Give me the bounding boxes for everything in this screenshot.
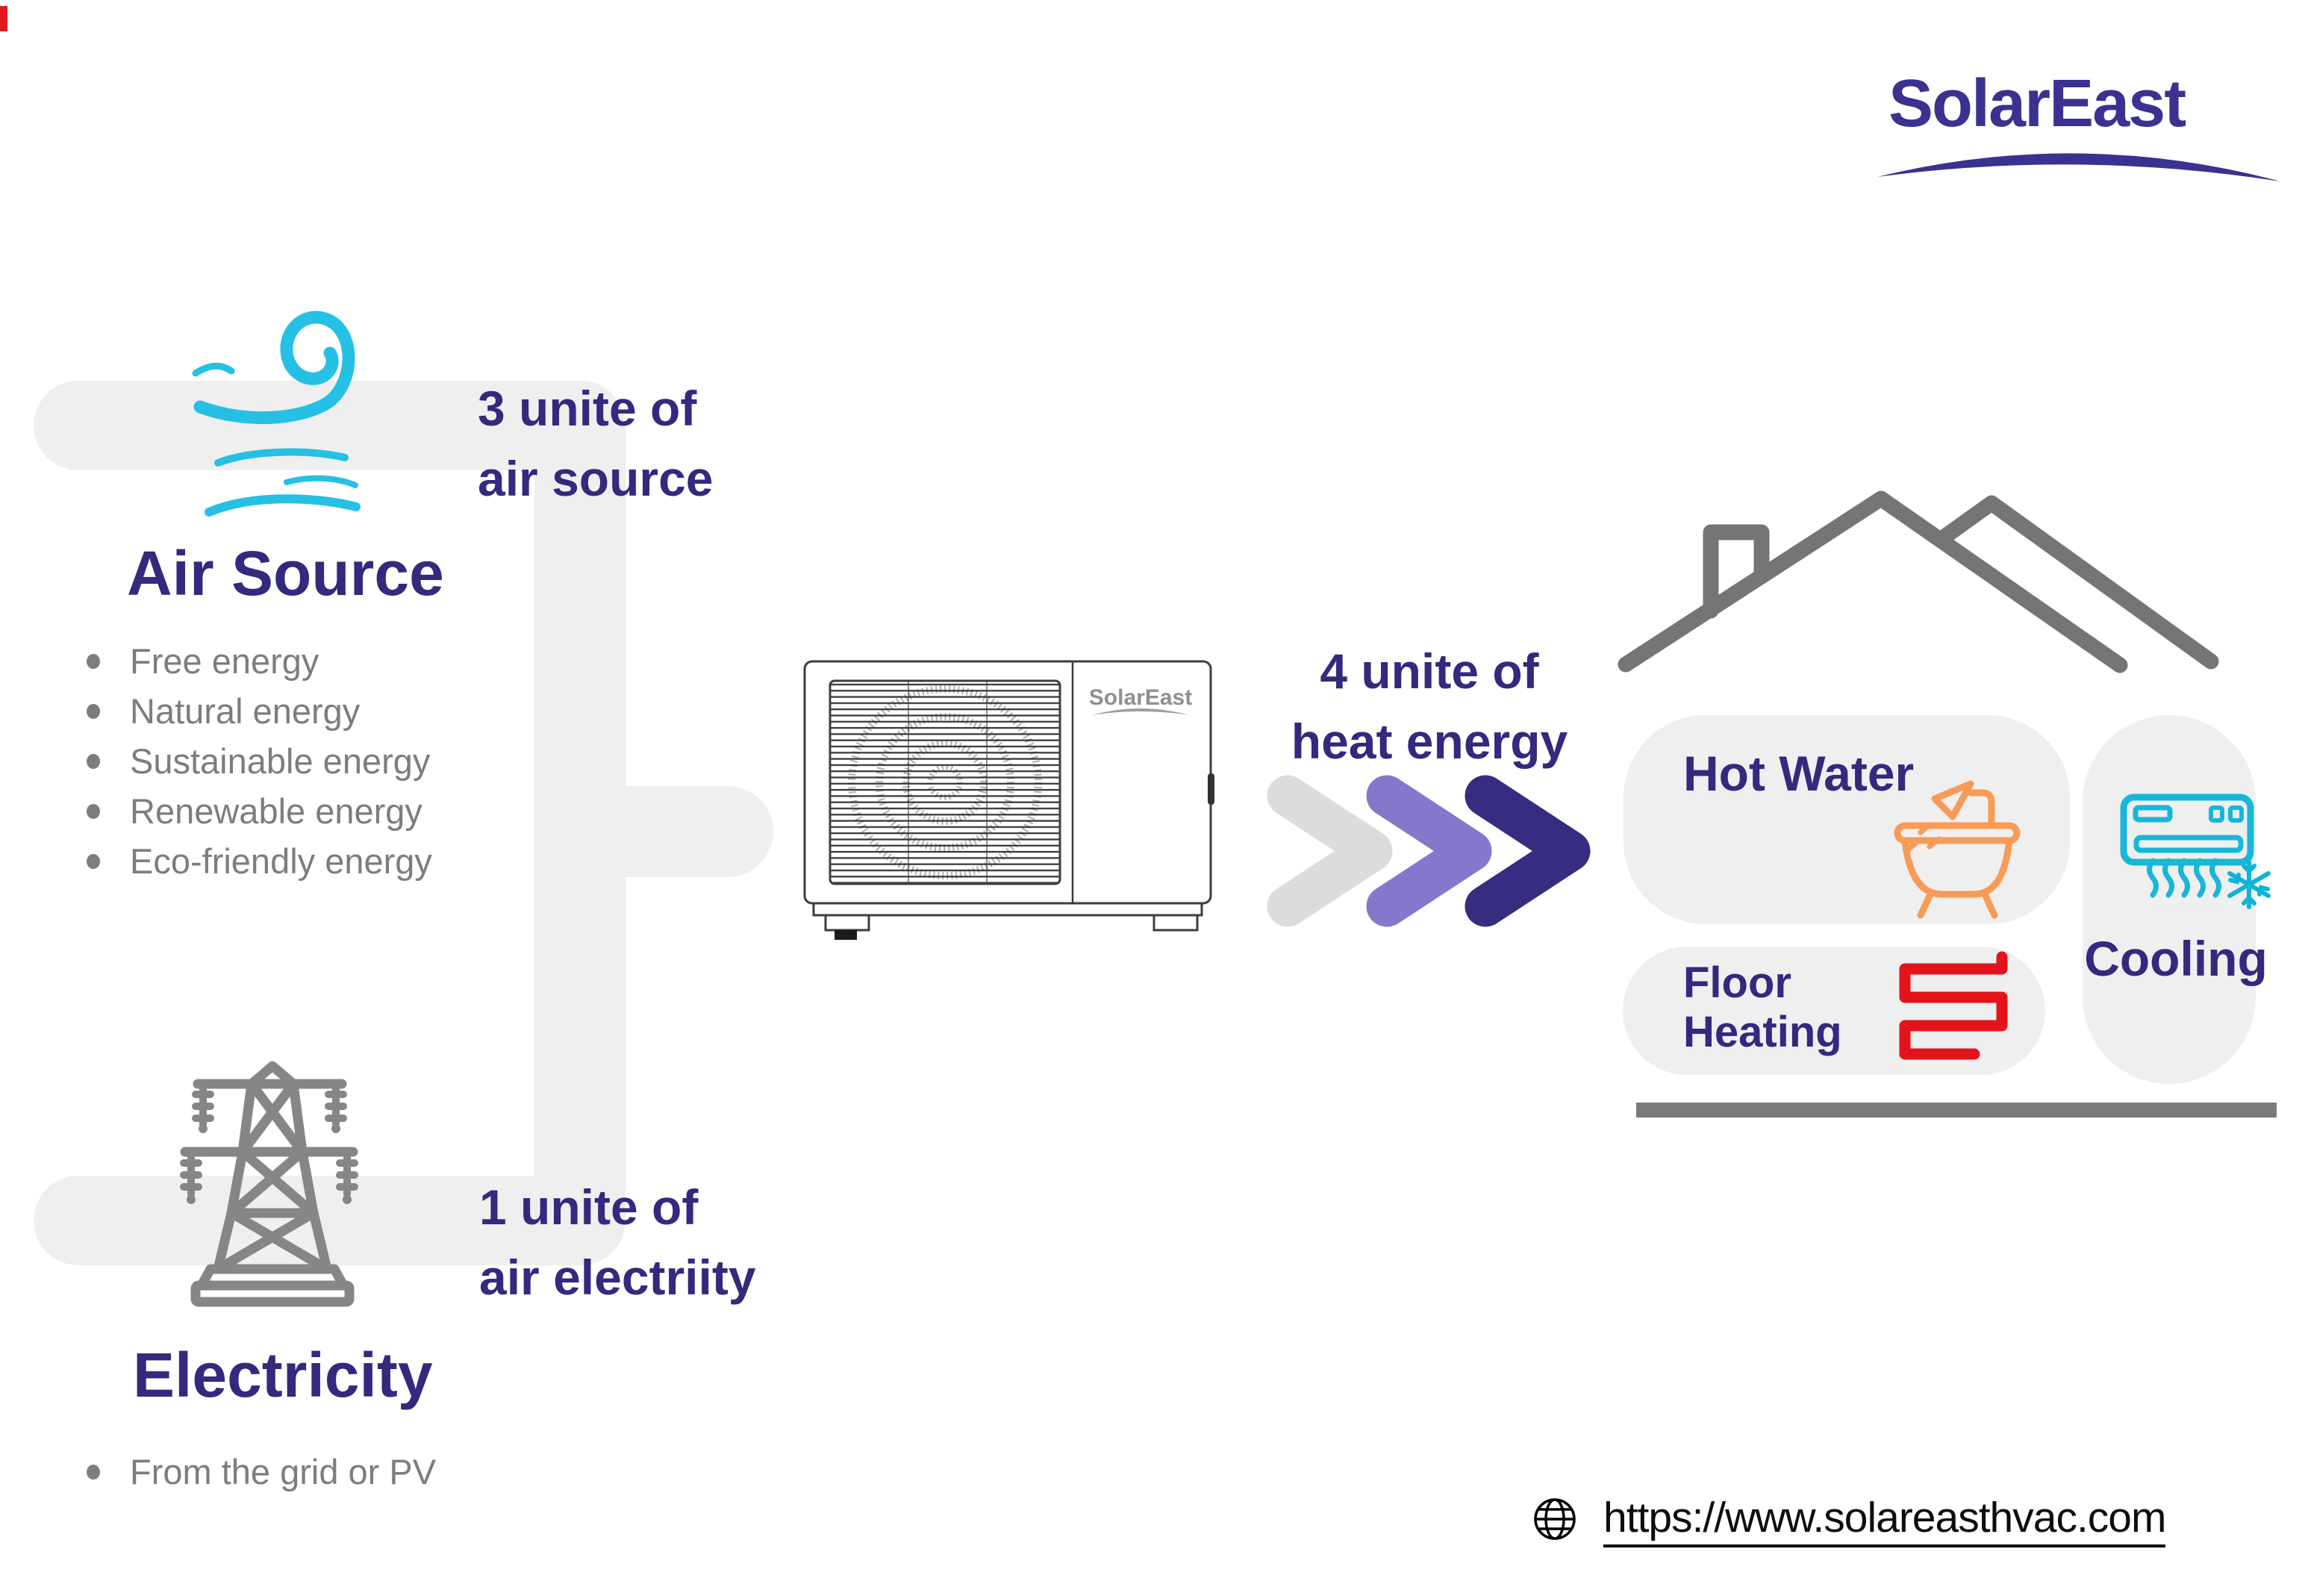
list-item: Eco-friendly energy: [81, 836, 432, 886]
hot-water-label: Hot Water: [1683, 746, 1915, 801]
list-item: Sustainable energy: [81, 736, 432, 786]
brand-logo-swoosh-icon: [1877, 153, 2280, 181]
floor-heating-label-line1: Floor: [1683, 958, 1791, 1007]
house-roof-icon: [1618, 490, 2219, 673]
connector-band-stub: [534, 786, 773, 877]
list-item: Renewable energy: [81, 786, 432, 836]
globe-icon: [1534, 1498, 1576, 1540]
heat-pump-unit: SolarEast: [803, 660, 1214, 940]
heat-output-annotation: 4 unite of heat energy: [1288, 636, 1571, 776]
cool-air-waves-icon: [2147, 858, 2221, 898]
list-item: Natural energy: [81, 686, 432, 736]
electricity-annotation-line2: air electriity: [479, 1250, 756, 1305]
air-source-bullet-list: Free energy Natural energy Sustainable e…: [81, 636, 432, 886]
air-source-annotation-line1: 3 unite of: [478, 381, 697, 436]
snowflake-icon: [2227, 860, 2271, 909]
heat-output-annotation-line1: 4 unite of: [1320, 643, 1539, 699]
electricity-annotation: 1 unite of air electriity: [479, 1172, 756, 1312]
red-edge-mark: [0, 6, 7, 31]
bathtub-icon: [1894, 780, 2021, 919]
cooling-card: [2083, 715, 2256, 1084]
electricity-annotation-line1: 1 unite of: [479, 1179, 699, 1235]
brand-logo: SolarEast: [1888, 66, 2186, 141]
heat-pump-brand-label: SolarEast: [1089, 685, 1192, 710]
heat-output-annotation-line2: heat energy: [1291, 714, 1568, 769]
list-item: From the grid or PV: [81, 1447, 436, 1497]
radiator-coil-icon: [1899, 951, 2008, 1060]
air-conditioner-icon: [2120, 794, 2254, 866]
electricity-bullet-list: From the grid or PV: [81, 1447, 436, 1497]
connector-band-bottom: [34, 1176, 626, 1265]
heat-flow-arrows-icon: [1267, 775, 1591, 927]
cooling-label: Cooling: [2084, 931, 2268, 986]
list-item: Free energy: [81, 636, 432, 686]
air-source-title: Air Source: [127, 538, 444, 608]
house-floor-line: [1636, 1103, 2277, 1117]
wind-icon: [192, 311, 361, 517]
transmission-tower-icon: [180, 1061, 358, 1307]
floor-heating-label: Floor Heating: [1683, 958, 1842, 1057]
website-link[interactable]: https://www.solareasthvac.com: [1603, 1493, 2166, 1547]
electricity-title: Electricity: [133, 1340, 433, 1410]
floor-heating-label-line2: Heating: [1683, 1008, 1842, 1056]
air-source-annotation-line2: air source: [478, 451, 714, 506]
air-source-annotation: 3 unite of air source: [478, 373, 714, 514]
hot-water-card: [1624, 715, 2070, 924]
